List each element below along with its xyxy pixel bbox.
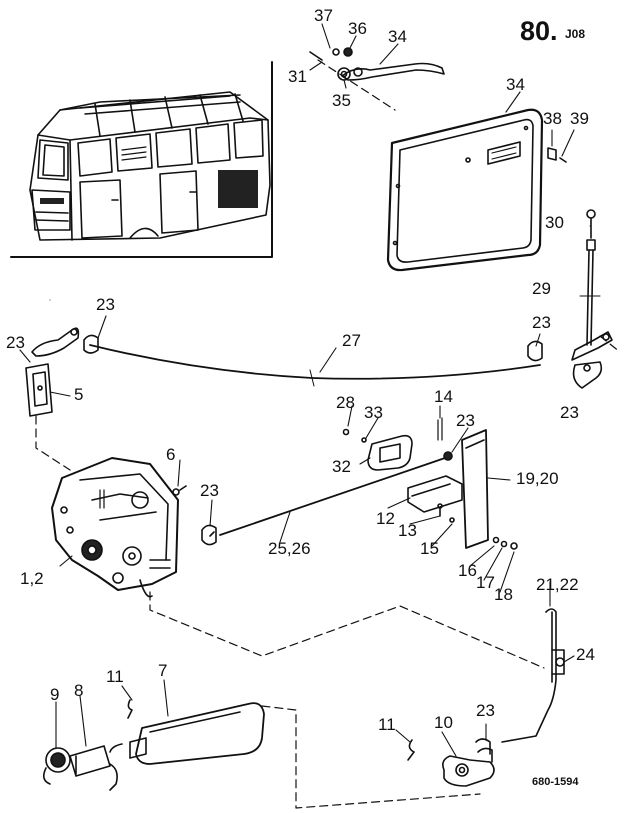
callout-27: 27 [342,331,361,350]
vertical-rod [579,209,601,346]
bellcrank-right [571,331,613,389]
callout-39: 39 [570,109,589,128]
spring-11-upper [127,699,133,719]
callout-11-upper: 11 [106,667,124,686]
rod-21-22 [501,608,565,743]
dashed-leader-lines [35,59,621,809]
inner-handle-32 [342,428,413,471]
callout-35: 35 [332,91,351,110]
door-window-frame [386,108,544,272]
spring-11-lower [407,739,415,761]
callout-23-bracket: 23 [456,411,475,430]
clip-23-lower [475,738,491,755]
connecting-rod-27 [89,344,541,380]
callout-28: 28 [336,393,355,412]
callout-11-lower: 11 [378,715,396,734]
callout-8: 8 [74,681,84,700]
callout-34-door: 34 [506,75,525,94]
bellcrank-10 [442,747,495,787]
callout-leaders [19,23,591,757]
callout-37: 37 [314,6,333,25]
callout-32: 32 [332,457,351,476]
callout-1-2: 1,2 [20,569,44,588]
callout-15: 15 [420,539,439,558]
callout-33: 33 [364,403,383,422]
door-lock-mechanism [51,457,179,598]
rod-clip-right [527,340,543,362]
callout-10: 10 [434,713,453,732]
part-38-39 [547,147,567,163]
outer-handle-7 [109,702,265,765]
callout-17: 17 [476,573,495,592]
callout-34: 34 [388,27,407,46]
rod-clip-lock [201,524,217,546]
callout-14: 14 [434,387,453,406]
callout-23-upper-right: 23 [532,313,551,332]
callout-29: 29 [532,279,551,298]
subsection-code: J08 [565,27,586,41]
callout-19-20: 19,20 [516,469,559,488]
bracket-5 [25,363,53,417]
cab-inset-illustration [10,61,273,258]
callout-6: 6 [166,445,176,464]
bracket-19-20 [407,417,489,549]
callout-18: 18 [494,585,513,604]
callout-23-upper-left: 23 [96,295,115,314]
callout-9: 9 [50,685,60,704]
lock-rod-25-26 [219,457,446,536]
callout-16: 16 [458,561,477,580]
callout-21-22: 21,22 [536,575,579,594]
callout-31: 31 [288,67,307,86]
callout-7: 7 [158,661,168,680]
callout-12: 12 [376,509,395,528]
section-number: 80. [520,16,558,46]
callout-23-lower: 23 [476,701,495,720]
callout-23-right: 23 [560,403,579,422]
lock-cylinder-8-9 [42,745,118,791]
callout-13: 13 [398,521,417,540]
callout-30: 30 [545,213,564,232]
callout-5: 5 [74,385,84,404]
callout-24: 24 [576,645,595,664]
screw-6 [172,488,180,496]
left-upper-lever [31,327,99,357]
callout-38: 38 [543,109,562,128]
callout-23-lock: 23 [200,481,219,500]
drawing-reference-code: 680-1594 [532,776,579,788]
callout-36: 36 [348,19,367,38]
hinge-arm [309,47,445,81]
callout-25-26: 25,26 [268,539,311,558]
callout-23-left: 23 [6,333,25,352]
